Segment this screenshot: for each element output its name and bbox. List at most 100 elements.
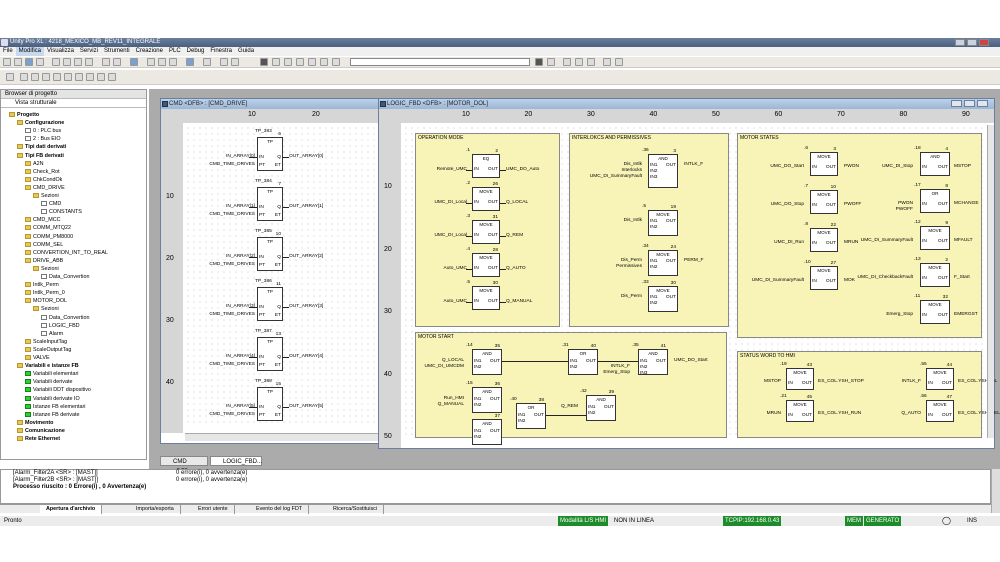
fbd-tool-9-icon[interactable] [108,73,116,81]
grid-view-icon[interactable] [535,58,543,66]
tree-item[interactable]: ChkCondOk [25,177,62,184]
menu-strumenti[interactable]: Strumenti [103,48,130,54]
tree-item[interactable]: Variabili elementari [25,371,78,378]
tree-item[interactable]: Variabili e istanze FB [17,363,79,370]
tree-item[interactable]: COMM_MTQ22 [25,225,71,232]
menu-debug[interactable]: Debug [186,48,205,54]
fbd-tool-2-icon[interactable] [31,73,39,81]
table-view-icon[interactable] [547,58,555,66]
goto-icon[interactable] [169,58,177,66]
window-close-button[interactable] [977,100,988,107]
tree-item[interactable]: Istanze FB elementari [25,404,85,411]
tree-item[interactable]: CONSTANTS [41,209,82,216]
menu-modifica[interactable]: Modifica [15,47,45,56]
save-icon[interactable] [25,58,33,66]
cmd-window[interactable]: CMD <DFB> : [CMD_DRIVE] 10 20 10 20 30 4… [160,98,385,444]
doc-tab-logic[interactable]: LOGIC_FBD... [210,456,262,466]
tree-item[interactable]: Alarm [41,331,63,338]
tree-item[interactable]: Sezioni [33,193,59,200]
stop-icon[interactable] [284,58,292,66]
fbd-tool-8-icon[interactable] [97,73,105,81]
tree-item[interactable]: Intlk_Perm [25,282,59,289]
project-browser-icon[interactable] [186,58,194,66]
animation-icon[interactable] [308,58,316,66]
cascade-icon[interactable] [563,58,571,66]
analyze-icon[interactable] [203,58,211,66]
tree-item[interactable]: ScaleOutputTag [25,347,71,354]
tree-item[interactable]: Progetto [9,112,39,119]
tree-item[interactable]: CMD_MCC [25,217,61,224]
tree-item[interactable]: ScaleInputTag [25,339,67,346]
menu-finestra[interactable]: Finestra [210,48,233,54]
tree-item[interactable]: Intlk_Perm_0 [25,290,65,297]
menu-servizi[interactable]: Servizi [79,48,98,54]
tree-item[interactable]: CMD_DRIVE [25,185,65,192]
window-restore-button[interactable] [964,100,975,107]
maximize-button[interactable] [967,39,977,46]
tree-item[interactable]: COMM_SEL [25,242,63,249]
tree-item[interactable]: Istanze FB derivate [25,412,79,419]
menu-file[interactable]: File [3,48,13,54]
menu-plc[interactable]: PLC [168,48,181,54]
tree-item[interactable]: CONVERTION_INT_TO_REAL [25,250,108,257]
cut-icon[interactable] [52,58,60,66]
menu-visualizza[interactable]: Visualizza [47,48,74,54]
tree-item[interactable]: Rete Ethernet [17,436,60,443]
output-tab-search[interactable]: Ricerca/Sostituisci [327,505,385,514]
browser-tab-structural[interactable]: Vista strutturale [1,99,146,108]
logic-vscroll[interactable] [987,125,994,438]
fbd-tool-5-icon[interactable] [64,73,72,81]
zoom-combo[interactable] [350,58,530,66]
delete-icon[interactable] [85,58,93,66]
tile-v-icon[interactable] [587,58,595,66]
cmd-hscroll[interactable] [185,433,384,441]
fbd-tool-7-icon[interactable] [86,73,94,81]
tree-item[interactable]: Configurazione [17,120,64,127]
open-folder-icon[interactable] [14,58,22,66]
help-icon[interactable] [603,58,611,66]
tree-item[interactable]: 2 : Bus EIO [25,136,61,143]
disconnect-icon[interactable] [231,58,239,66]
paste-icon[interactable] [74,58,82,66]
connect-icon[interactable] [220,58,228,66]
new-file-icon[interactable] [3,58,11,66]
fbd-tool-6-icon[interactable] [75,73,83,81]
tree-item[interactable]: Sezioni [33,306,59,313]
init-icon[interactable] [296,58,304,66]
menu-creazione[interactable]: Creazione [135,48,163,54]
window-minimize-button[interactable] [951,100,962,107]
menu-guida[interactable]: Guida [238,48,255,54]
undo-icon[interactable] [102,58,110,66]
select-pointer-icon[interactable] [6,73,14,81]
tree-item[interactable]: Sezioni [33,266,59,273]
tree-item[interactable]: CMD [41,201,61,208]
tile-h-icon[interactable] [575,58,583,66]
tree-item[interactable]: Data_Convertion [41,274,89,281]
build-icon[interactable] [130,58,138,66]
tree-item[interactable]: DRIVE_ABB [25,258,63,265]
tree-item[interactable]: A2N [25,161,44,168]
